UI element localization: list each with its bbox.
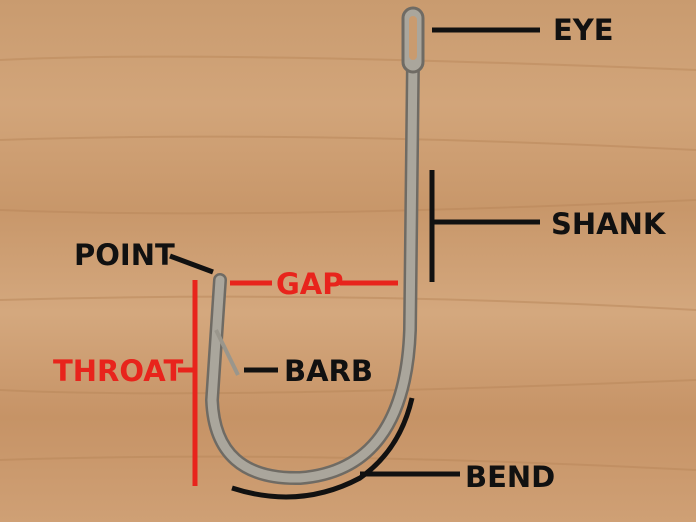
hook-barb — [214, 329, 240, 376]
point-leader — [169, 253, 214, 275]
fishing-hook — [204, 6, 425, 486]
label-point: POINT — [74, 238, 175, 272]
black-leaders — [169, 27, 540, 500]
wood-grain — [0, 55, 696, 471]
label-gap: GAP — [276, 267, 344, 301]
label-eye: EYE — [553, 13, 614, 47]
red-leaders — [178, 280, 398, 486]
label-barb: BARB — [284, 354, 373, 388]
label-throat: THROAT — [53, 354, 183, 388]
label-bend: BEND — [465, 460, 555, 494]
bend-arc — [231, 397, 415, 500]
label-shank: SHANK — [551, 207, 667, 241]
